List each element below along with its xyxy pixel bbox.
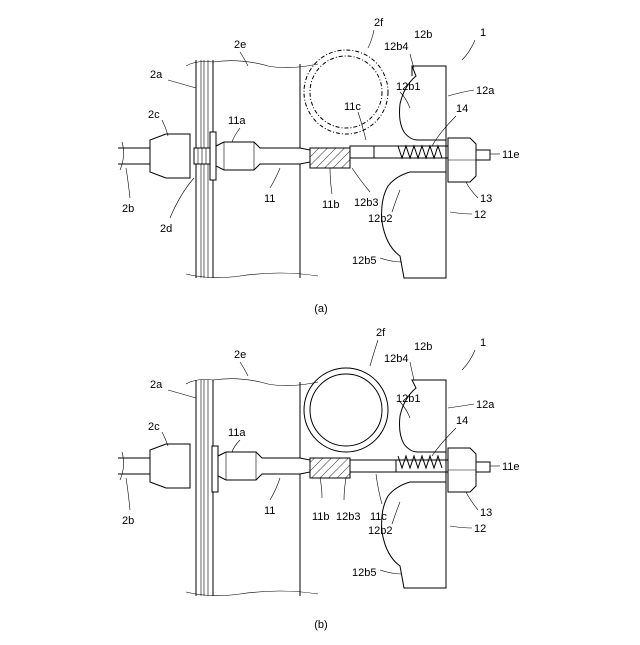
label-12b: 12b bbox=[414, 29, 432, 41]
label-12: 12 bbox=[474, 523, 486, 535]
label-1: 1 bbox=[480, 337, 486, 349]
label-12b1: 12b1 bbox=[396, 81, 420, 93]
label-14: 14 bbox=[456, 415, 468, 427]
label-2f: 2f bbox=[376, 327, 386, 339]
bracket-12 bbox=[382, 380, 446, 588]
panel-2a bbox=[186, 379, 318, 596]
label-13: 13 bbox=[480, 507, 492, 519]
label-11e: 11e bbox=[502, 149, 520, 161]
caption-b: (b) bbox=[314, 619, 327, 631]
cable-2b bbox=[118, 142, 150, 170]
label-2b: 2b bbox=[122, 203, 134, 215]
label-1: 1 bbox=[480, 27, 486, 39]
label-2d: 2d bbox=[160, 223, 172, 235]
caption-a: (a) bbox=[314, 303, 327, 315]
label-11a: 11a bbox=[228, 115, 246, 127]
label-2e: 2e bbox=[234, 349, 246, 361]
flange bbox=[212, 446, 218, 492]
pipe-2f-dashed bbox=[304, 50, 388, 134]
label-2c: 2c bbox=[148, 421, 160, 433]
label-12a: 12a bbox=[476, 85, 495, 97]
nut-13 bbox=[448, 448, 476, 492]
label-11: 11 bbox=[264, 193, 275, 205]
label-13: 13 bbox=[480, 193, 492, 205]
plug-2c bbox=[150, 134, 190, 178]
label-12b2: 12b2 bbox=[368, 213, 392, 225]
label-11b: 11b bbox=[312, 511, 330, 523]
plug-2c bbox=[150, 444, 190, 488]
label-12b4: 12b4 bbox=[384, 41, 408, 53]
label-12b5: 12b5 bbox=[352, 567, 376, 579]
label-12b1: 12b1 bbox=[396, 393, 420, 405]
figure-b: 1 2f 2e 2a 2c 2b 11a 11 11b 12b3 11c 11e… bbox=[118, 327, 520, 631]
label-12b4: 12b4 bbox=[384, 353, 408, 365]
label-2a: 2a bbox=[150, 379, 163, 391]
label-2c: 2c bbox=[148, 109, 160, 121]
label-2b: 2b bbox=[122, 515, 134, 527]
label-11: 11 bbox=[264, 505, 275, 517]
label-12b3: 12b3 bbox=[336, 511, 360, 523]
label-11b: 11b bbox=[322, 199, 340, 211]
label-12b3: 12b3 bbox=[354, 197, 378, 209]
label-14: 14 bbox=[456, 103, 468, 115]
label-12a: 12a bbox=[476, 399, 495, 411]
label-12: 12 bbox=[474, 209, 486, 221]
label-2a: 2a bbox=[150, 69, 163, 81]
label-12b2: 12b2 bbox=[368, 525, 392, 537]
bracket-12 bbox=[382, 66, 446, 278]
label-12b5: 12b5 bbox=[352, 255, 376, 267]
label-2f: 2f bbox=[374, 17, 384, 29]
cable-2b bbox=[118, 452, 150, 480]
label-11c: 11c bbox=[370, 511, 387, 523]
figure-a: 1 2f 2e 2a 2c 2b 2d 11a 11 11b 11c 11e 1… bbox=[118, 17, 520, 315]
label-11a: 11a bbox=[228, 427, 246, 439]
label-12b: 12b bbox=[414, 341, 432, 353]
label-11e: 11e bbox=[502, 461, 520, 473]
label-11c: 11c bbox=[344, 101, 361, 113]
washer-2d bbox=[194, 132, 216, 180]
label-2e: 2e bbox=[234, 39, 246, 51]
pipe-2f bbox=[304, 368, 388, 452]
nut-13 bbox=[448, 138, 476, 182]
